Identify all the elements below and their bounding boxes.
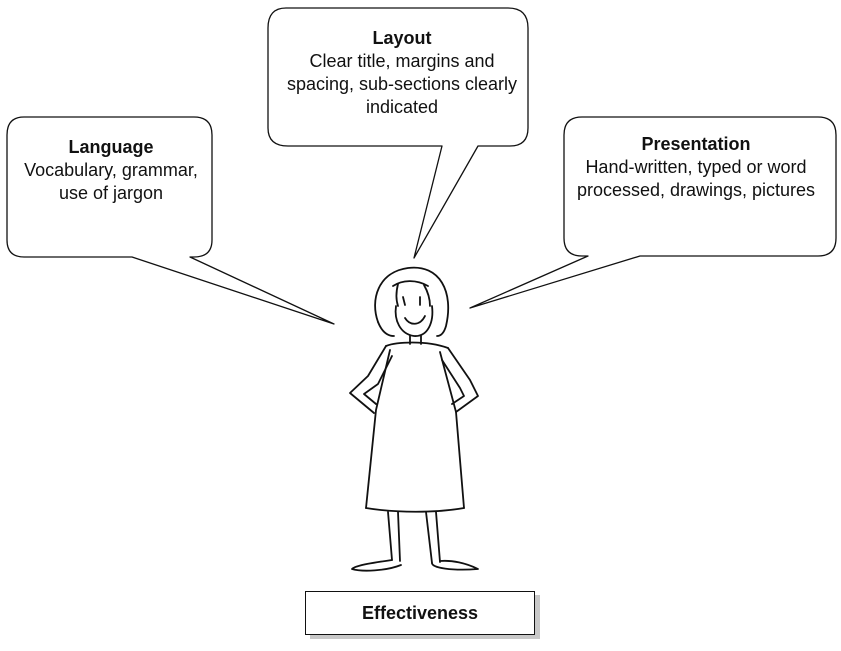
bubble-presentation-shape [469,116,837,309]
bubble-layout: Layout Clear title, margins and spacing,… [277,27,527,119]
bubble-language-shape [6,116,335,325]
bubble-presentation-heading: Presentation [641,134,751,154]
bubble-language-heading: Language [68,137,154,157]
woman-hands-on-hips-icon [349,266,479,572]
bubble-layout-heading: Layout [372,28,432,48]
caption-label: Effectiveness [361,602,479,623]
bubble-layout-body: Clear title, margins and spacing, sub-se… [286,51,518,117]
bubble-layout-shape [267,7,529,259]
caption-box: Effectiveness [305,591,535,635]
bubble-language: Language Vocabulary, grammar, use of jar… [16,136,206,205]
bubble-language-body: Vocabulary, grammar, use of jargon [24,160,198,203]
bubble-presentation: Presentation Hand-written, typed or word… [566,133,826,202]
bubble-presentation-body: Hand-written, typed or word processed, d… [576,157,816,200]
